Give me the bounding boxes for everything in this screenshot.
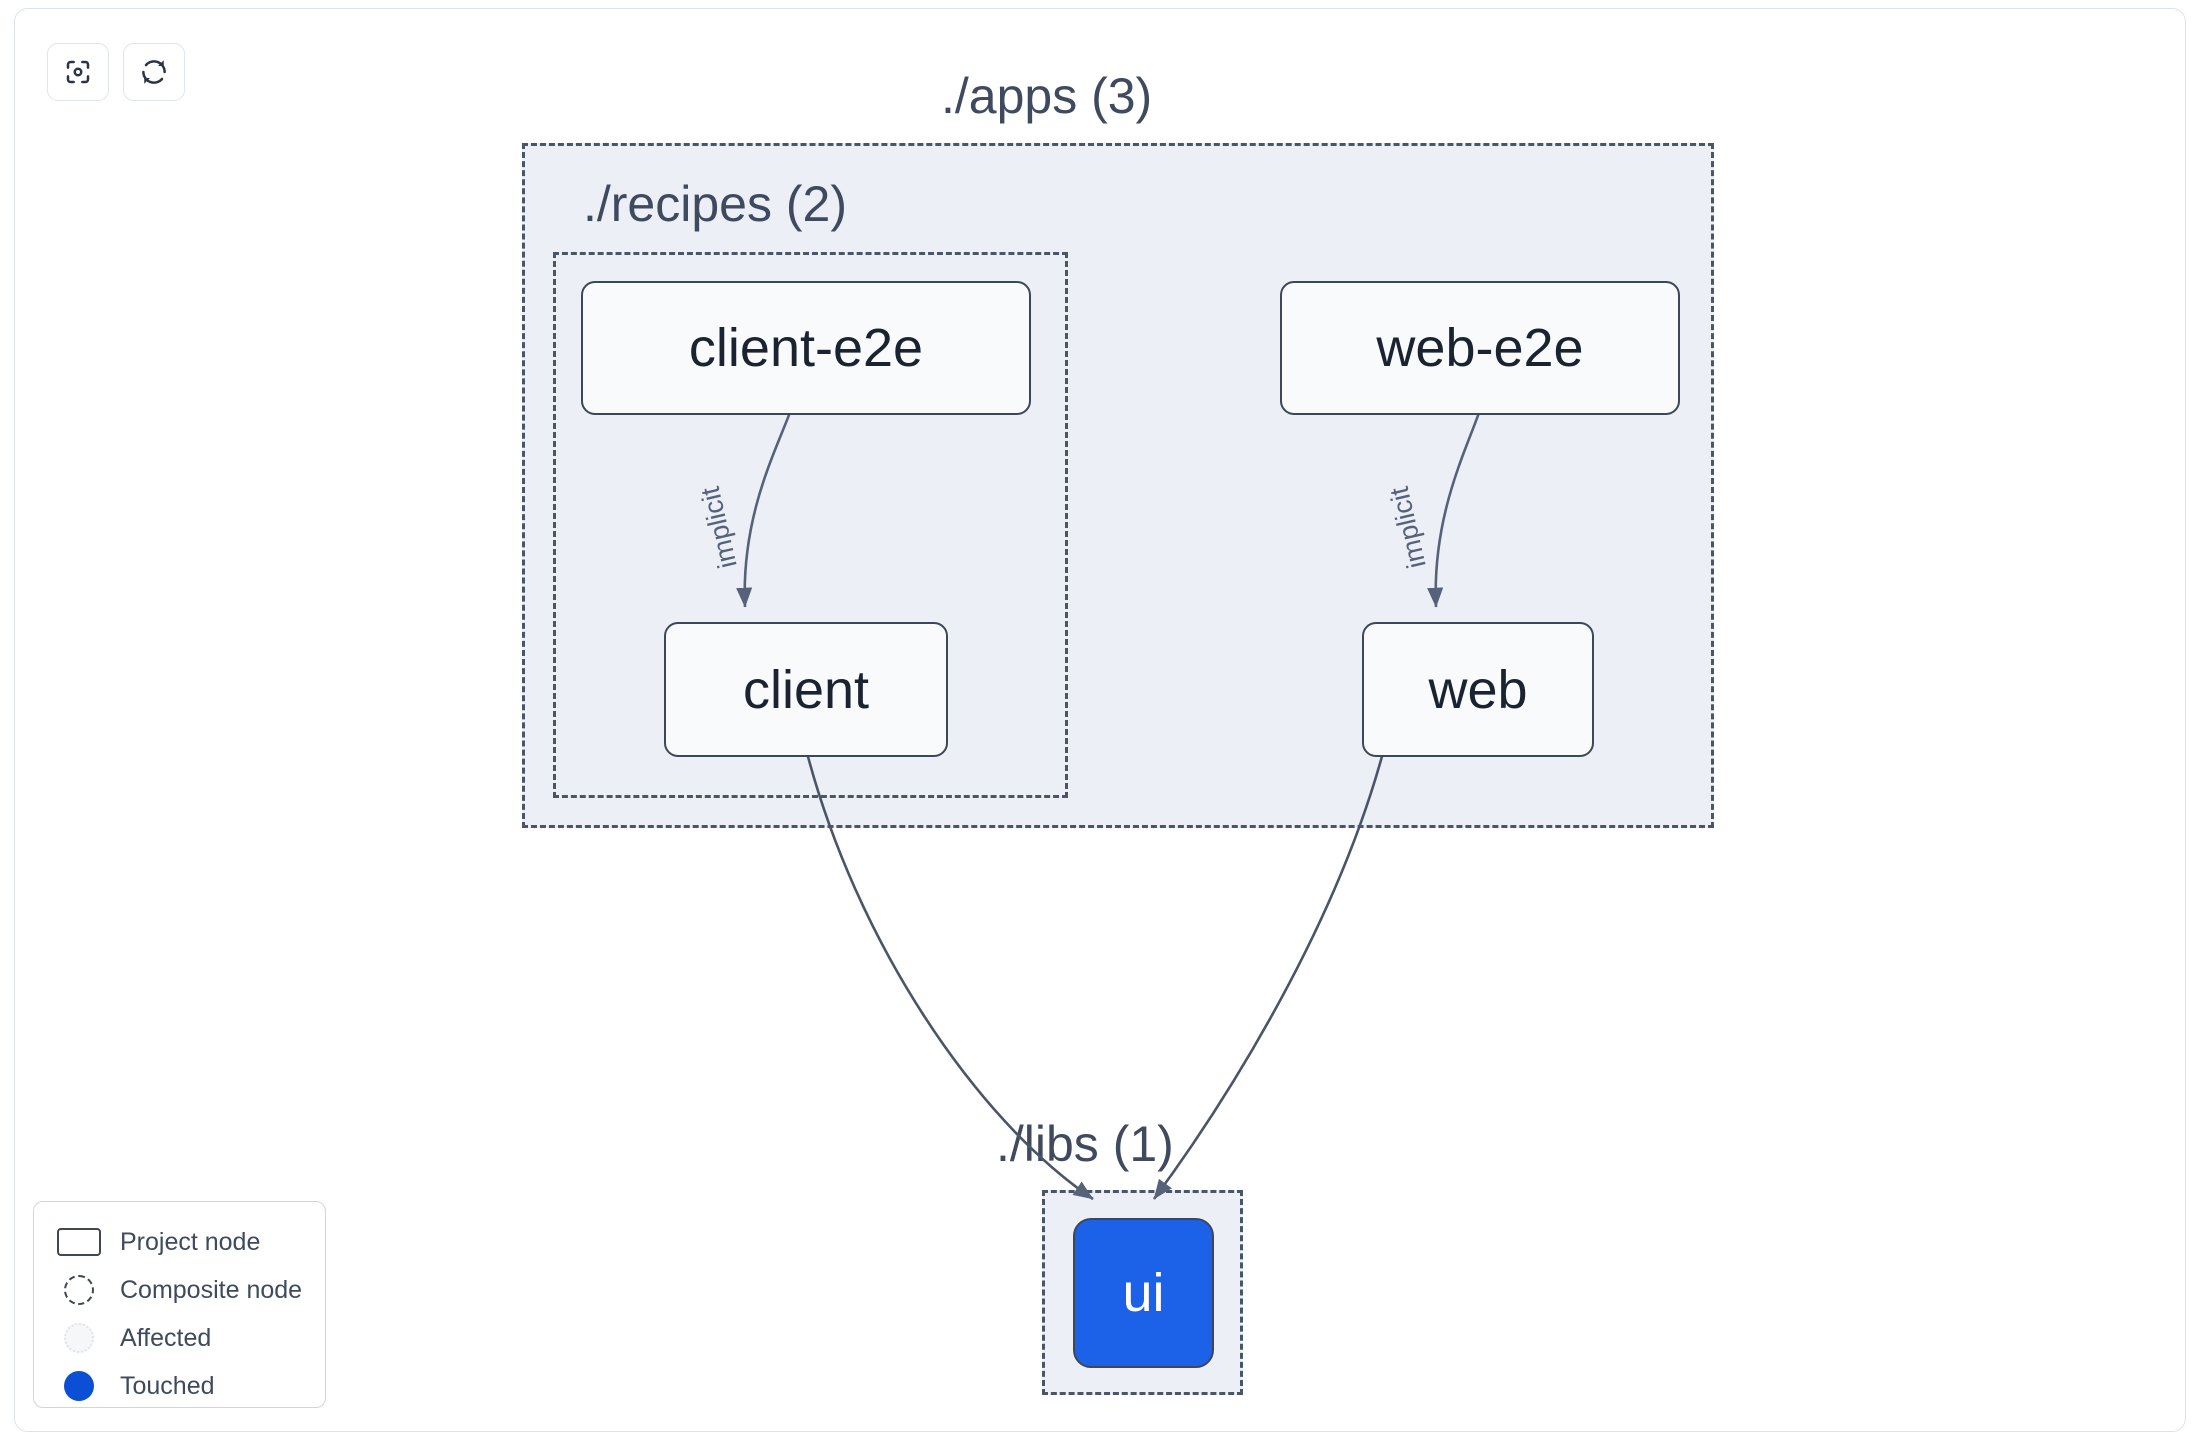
project-node-swatch (56, 1227, 102, 1257)
node-ui[interactable]: ui (1073, 1218, 1214, 1368)
legend-item-composite-node: Composite node (56, 1266, 325, 1314)
group-label-recipes: ./recipes (2) (583, 176, 847, 232)
focus-viewfinder-icon (63, 57, 93, 87)
group-label-libs: ./libs (1) (996, 1116, 1174, 1172)
node-client[interactable]: client (664, 622, 948, 757)
node-label: web-e2e (1376, 318, 1584, 378)
touched-swatch (56, 1371, 102, 1401)
legend-label: Affected (120, 1323, 212, 1352)
node-client-e2e[interactable]: client-e2e (581, 281, 1031, 415)
project-graph-canvas[interactable]: ./apps (3) ./recipes (2) ./libs (1) impl… (14, 8, 2186, 1432)
composite-node-swatch (56, 1275, 102, 1305)
legend-label: Project node (120, 1227, 261, 1256)
refresh-graph-button[interactable] (123, 43, 185, 101)
node-label: client-e2e (688, 318, 924, 378)
node-web[interactable]: web (1362, 622, 1594, 757)
group-label-apps: ./apps (3) (941, 68, 1153, 124)
legend-label: Composite node (120, 1275, 303, 1304)
refresh-icon (139, 57, 169, 87)
graph-legend: Project node Composite node Affected Tou… (33, 1201, 326, 1408)
focus-graph-button[interactable] (47, 43, 109, 101)
legend-item-affected: Affected (56, 1314, 325, 1362)
node-web-e2e[interactable]: web-e2e (1280, 281, 1680, 415)
graph-toolbar (47, 43, 185, 101)
node-label: client (742, 659, 870, 720)
legend-label: Touched (120, 1371, 215, 1400)
node-label: web (1428, 659, 1528, 720)
node-label: ui (1122, 1263, 1165, 1323)
legend-item-project-node: Project node (56, 1218, 325, 1266)
legend-item-touched: Touched (56, 1362, 325, 1410)
affected-swatch (56, 1323, 102, 1353)
